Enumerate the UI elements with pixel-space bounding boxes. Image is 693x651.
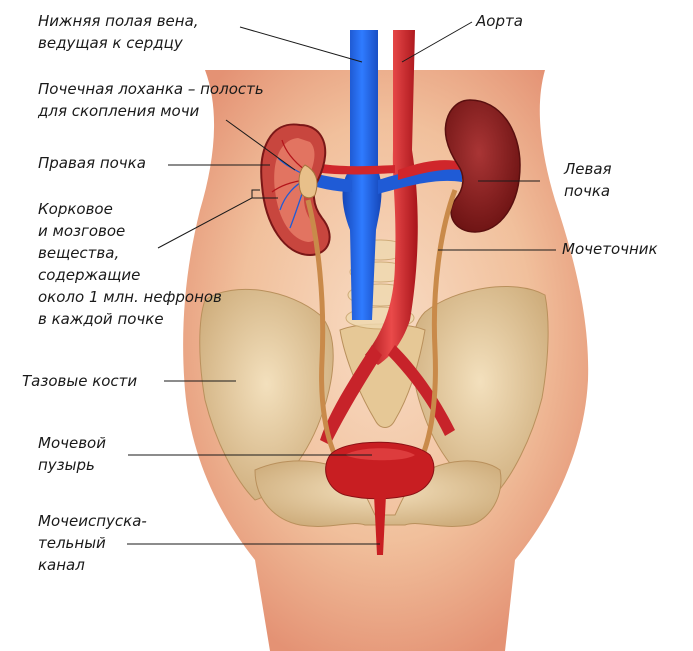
label-pelvic-bones: Тазовые кости: [22, 370, 137, 392]
label-aorta: Аорта: [476, 10, 523, 32]
label-ureter: Мочеточник: [562, 238, 658, 260]
label-renal-pelvis: Почечная лоханка – полость для скопления…: [38, 78, 264, 122]
label-right-kidney: Правая почка: [38, 152, 146, 174]
label-cortex-medulla: Корковое и мозговое вещества, содержащие…: [38, 198, 222, 330]
label-left-kidney: Левая почка: [564, 158, 612, 202]
label-urethra: Мочеиспуска- тельный канал: [38, 510, 147, 576]
label-inferior-vena-cava: Нижняя полая вена, ведущая к сердцу: [38, 10, 199, 54]
label-bladder: Мочевой пузырь: [38, 432, 106, 476]
